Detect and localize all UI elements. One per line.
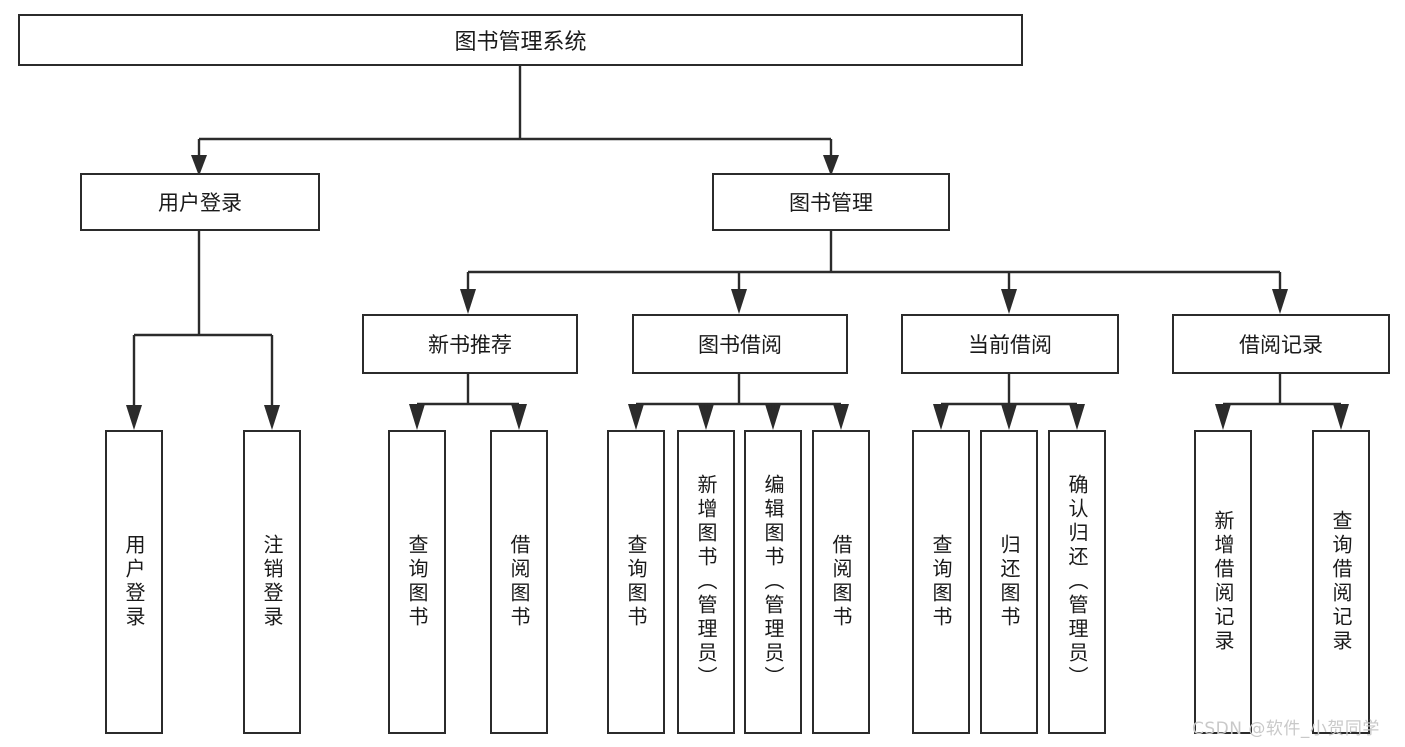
leaf-book-borrow-query-books[interactable]: 查询图书 [607,430,665,734]
leaf-book-borrow-borrow-books[interactable]: 借阅图书 [812,430,870,734]
leaf-label: 用户登录 [122,534,146,630]
node-label: 当前借阅 [968,333,1052,357]
leaf-current-borrow-return-books[interactable]: 归还图书 [980,430,1038,734]
arrow-current-borrow-leaf1 [933,404,949,430]
arrow-book-borrow-leaf1 [628,404,644,430]
leaf-new-book-query-books[interactable]: 查询图书 [388,430,446,734]
leaf-user-login-logout[interactable]: 注销登录 [243,430,301,734]
node-label: 借阅记录 [1239,333,1323,357]
arrow-to-borrow-record [1272,289,1288,314]
leaf-label: 查询借阅记录 [1329,510,1353,654]
leaf-borrow-record-add-record[interactable]: 新增借阅记录 [1194,430,1252,734]
arrow-book-borrow-leaf3 [765,404,781,430]
leaf-label: 借阅图书 [507,534,531,630]
arrow-current-borrow-leaf3 [1069,404,1085,430]
leaf-label: 确认归还（管理员） [1065,474,1089,690]
arrow-borrow-record-leaf1 [1215,404,1231,430]
leaf-current-borrow-query-books[interactable]: 查询图书 [912,430,970,734]
node-label: 图书管理系统 [454,30,587,55]
arrow-user-login-to-leaf2 [264,405,280,430]
arrow-to-current-borrow [1001,289,1017,314]
leaf-current-borrow-confirm-return-admin[interactable]: 确认归还（管理员） [1048,430,1106,734]
leaf-borrow-record-query-record[interactable]: 查询借阅记录 [1312,430,1370,734]
leaf-label: 新增借阅记录 [1211,510,1235,654]
arrow-book-borrow-leaf2 [698,404,714,430]
arrow-to-new-book [460,289,476,314]
node-new-book-recommend[interactable]: 新书推荐 [362,314,578,374]
arrow-current-borrow-leaf2 [1001,404,1017,430]
leaf-user-login-login[interactable]: 用户登录 [105,430,163,734]
node-label: 新书推荐 [428,333,512,357]
node-borrow-record[interactable]: 借阅记录 [1172,314,1390,374]
arrow-borrow-record-leaf2 [1333,404,1349,430]
arrow-new-book-leaf2 [511,404,527,430]
leaf-label: 注销登录 [260,534,284,630]
node-user-login[interactable]: 用户登录 [80,173,320,231]
arrow-book-borrow-leaf4 [833,404,849,430]
node-root-book-management-system[interactable]: 图书管理系统 [18,14,1023,66]
node-label: 图书借阅 [698,333,782,357]
node-book-management[interactable]: 图书管理 [712,173,950,231]
node-book-borrow[interactable]: 图书借阅 [632,314,848,374]
node-label: 图书管理 [789,191,873,215]
node-label: 用户登录 [158,191,242,215]
leaf-new-book-borrow-books[interactable]: 借阅图书 [490,430,548,734]
leaf-label: 查询图书 [405,534,429,630]
leaf-book-borrow-add-book-admin[interactable]: 新增图书（管理员） [677,430,735,734]
leaf-label: 新增图书（管理员） [694,474,718,690]
arrow-new-book-leaf1 [409,404,425,430]
arrow-user-login-to-leaf1 [126,405,142,430]
leaf-label: 查询图书 [624,534,648,630]
leaf-label: 归还图书 [997,534,1021,630]
node-current-borrow[interactable]: 当前借阅 [901,314,1119,374]
arrow-to-book-borrow [731,289,747,314]
leaf-label: 编辑图书（管理员） [761,474,785,690]
leaf-book-borrow-edit-book-admin[interactable]: 编辑图书（管理员） [744,430,802,734]
leaf-label: 借阅图书 [829,534,853,630]
leaf-label: 查询图书 [929,534,953,630]
